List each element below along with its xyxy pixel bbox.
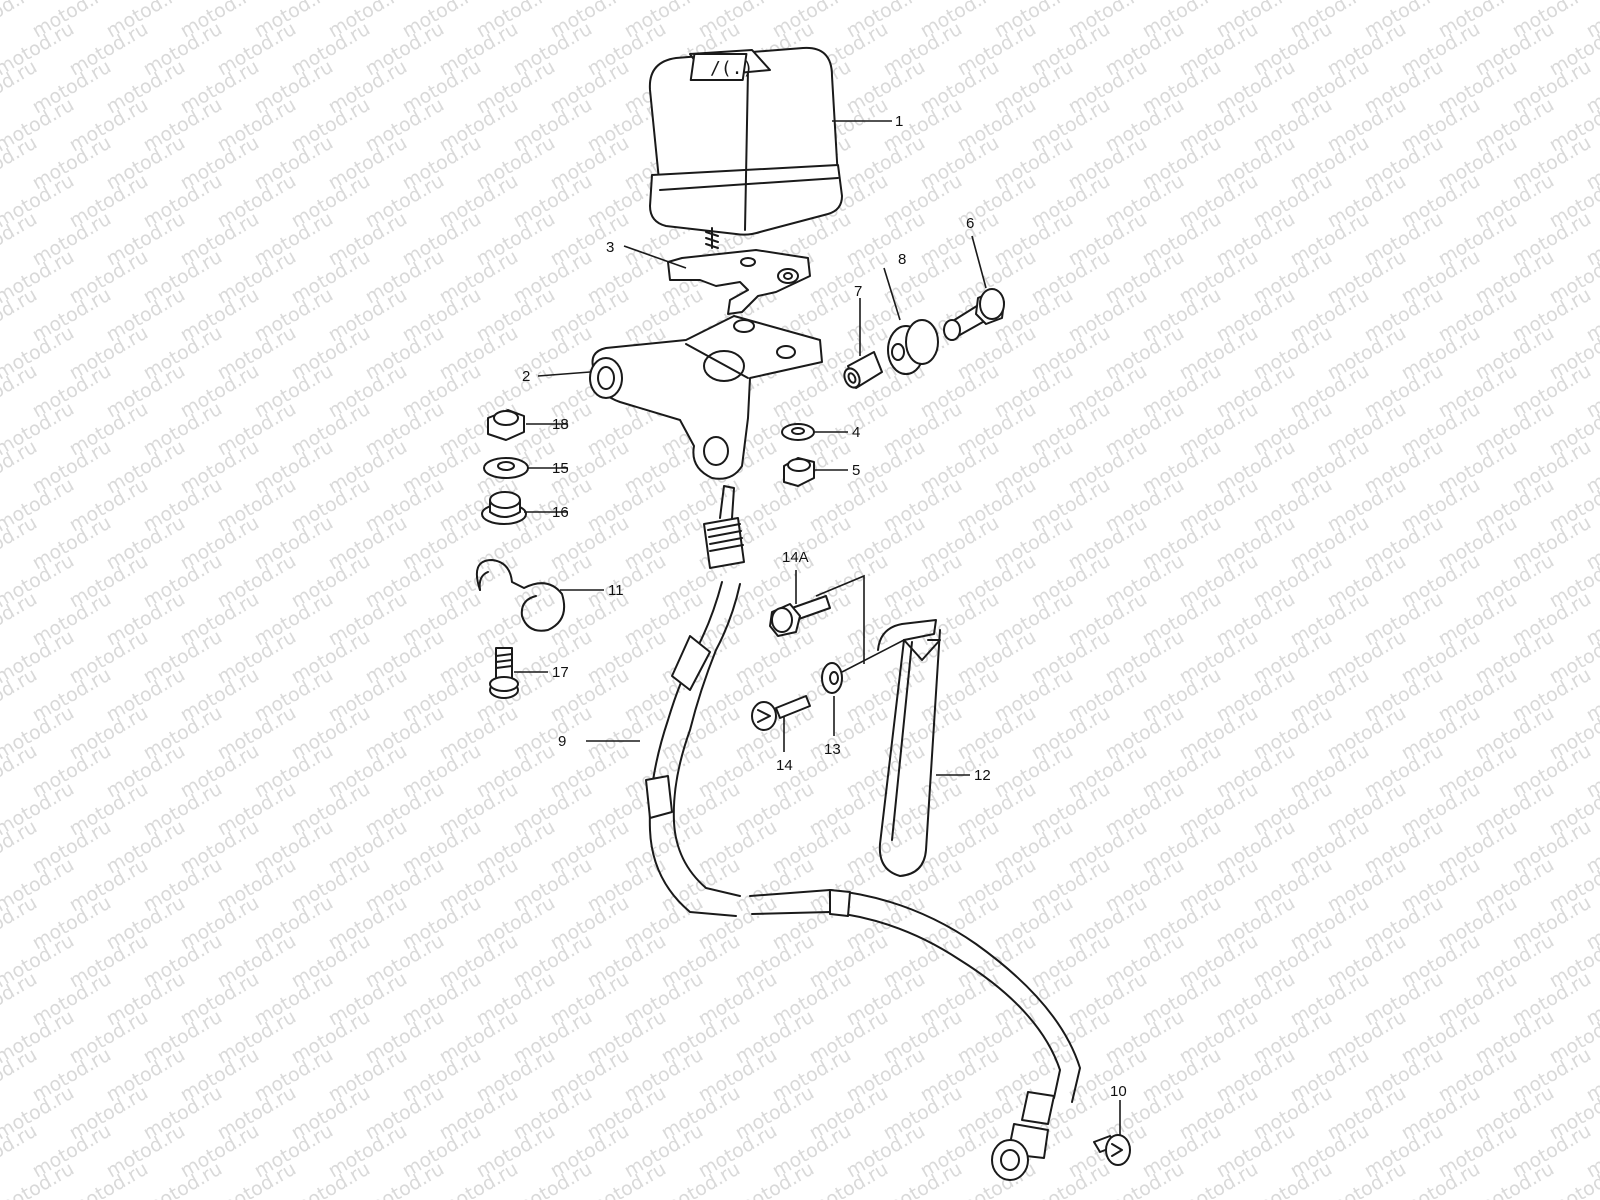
callout-11: 11 bbox=[608, 582, 624, 599]
callout-8: 8 bbox=[898, 251, 906, 268]
callout-10: 10 bbox=[1110, 1083, 1127, 1100]
part-3-plate bbox=[667, 249, 811, 315]
callout-6: 6 bbox=[966, 215, 974, 232]
part-9-cable bbox=[645, 485, 1081, 1181]
callout-15: 15 bbox=[552, 460, 569, 477]
part-7-collar bbox=[843, 351, 883, 389]
callout-17: 17 bbox=[552, 664, 569, 681]
callout-labels: 1 2 3 4 5 6 7 8 9 10 11 12 13 14 14A 15 … bbox=[522, 113, 1127, 1100]
callout-1: 1 bbox=[895, 113, 903, 130]
relay-symbol: /(.) bbox=[710, 58, 753, 79]
part-13-washer bbox=[821, 662, 843, 694]
part-8-grommet bbox=[887, 319, 939, 375]
callout-12: 12 bbox=[974, 767, 991, 784]
callout-18: 18 bbox=[552, 416, 569, 433]
part-18-nut bbox=[487, 409, 525, 441]
callout-14: 14 bbox=[776, 757, 793, 774]
part-10-screw bbox=[1093, 1134, 1131, 1166]
callout-13: 13 bbox=[824, 741, 841, 758]
part-17-screw bbox=[489, 647, 519, 699]
part-14-screw bbox=[751, 695, 811, 731]
callout-16: 16 bbox=[552, 504, 569, 521]
callout-14a: 14A bbox=[782, 549, 809, 566]
callout-4: 4 bbox=[852, 424, 860, 441]
callout-3: 3 bbox=[606, 239, 614, 256]
part-2-bracket bbox=[589, 315, 823, 480]
callout-9: 9 bbox=[558, 733, 566, 750]
part-12-clamp bbox=[877, 619, 941, 877]
part-4-washer bbox=[781, 423, 815, 441]
part-16-bushing bbox=[481, 491, 527, 525]
part-11-spring-clip bbox=[476, 559, 566, 632]
part-14a-bolt bbox=[769, 595, 831, 637]
leader-lines bbox=[514, 120, 1121, 1136]
part-1-relay-box: /(.) bbox=[648, 46, 843, 249]
part-5-nut bbox=[783, 457, 815, 487]
part-6-bolt bbox=[943, 288, 1005, 341]
callout-5: 5 bbox=[852, 462, 860, 479]
part-15-washer bbox=[483, 457, 529, 479]
callout-7: 7 bbox=[854, 283, 862, 300]
callout-2: 2 bbox=[522, 368, 530, 385]
